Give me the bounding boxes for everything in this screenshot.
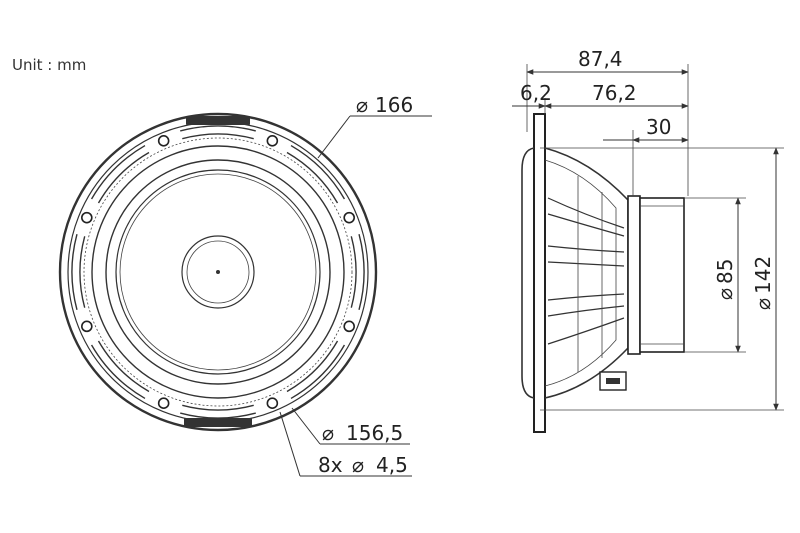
mounting-hole bbox=[81, 320, 93, 333]
leader-156 bbox=[291, 407, 321, 445]
dim-bolt-circle-symbol: ⌀ bbox=[322, 421, 334, 445]
mounting-hole bbox=[343, 211, 355, 224]
frame-rib bbox=[182, 133, 254, 140]
side-view: 87,4 6,2 76,2 30 ⌀85 ⌀142 bbox=[512, 47, 784, 433]
dim-basket-depth: 76,2 bbox=[592, 81, 637, 105]
dim-magnet-diameter-group: ⌀85 bbox=[713, 259, 737, 301]
basket-spoke-4 bbox=[547, 261, 625, 267]
frame-rib bbox=[350, 236, 357, 308]
side-terminal-pin bbox=[606, 378, 620, 384]
leader-166 bbox=[317, 115, 351, 159]
basket-spoke-6 bbox=[547, 305, 625, 317]
dust-cap-center bbox=[216, 270, 220, 274]
front-view: ⌀ 166 ⌀ 156,5 8x ⌀ 4,5 bbox=[58, 93, 432, 477]
basket-spoke-3 bbox=[547, 245, 625, 253]
gasket-ring bbox=[91, 145, 345, 399]
mounting-hole bbox=[157, 135, 170, 147]
mounting-holes bbox=[81, 135, 355, 409]
frame-rib bbox=[180, 412, 256, 419]
frame-rib bbox=[286, 340, 339, 393]
frame-rib bbox=[290, 144, 346, 200]
frame-ribs bbox=[71, 125, 365, 419]
basket-inner bbox=[544, 159, 617, 387]
terminal-bottom bbox=[184, 418, 252, 427]
dim-bolt-circle: 156,5 bbox=[346, 421, 403, 445]
dim-holes-diameter: 4,5 bbox=[376, 453, 408, 477]
basket-spoke-1 bbox=[547, 197, 625, 229]
basket-spoke-7 bbox=[547, 317, 625, 345]
dust-cap-inner bbox=[186, 240, 250, 304]
surround-outer bbox=[105, 159, 331, 385]
leader-holes bbox=[279, 411, 301, 477]
frame-rib bbox=[286, 151, 339, 204]
cone-outer bbox=[115, 169, 321, 375]
magnet-body bbox=[639, 197, 685, 353]
dim-flange-thickness: 6,2 bbox=[520, 81, 552, 105]
frame-rib bbox=[290, 344, 346, 400]
frame-rib bbox=[97, 151, 150, 204]
basket-outline bbox=[544, 147, 629, 399]
terminal-top bbox=[186, 116, 250, 125]
frame-rib bbox=[79, 236, 86, 308]
dim-holes-count: 8x bbox=[318, 453, 343, 477]
mounting-hole bbox=[81, 211, 93, 224]
dim-total-depth: 87,4 bbox=[578, 47, 623, 71]
dim-magnet-depth: 30 bbox=[646, 115, 671, 139]
surround-lip bbox=[521, 147, 535, 399]
frame-rib bbox=[358, 234, 365, 310]
basket-spoke-2 bbox=[547, 213, 625, 237]
frame-rib bbox=[90, 144, 146, 200]
mounting-hole bbox=[343, 320, 355, 333]
basket-spoke-5 bbox=[547, 293, 625, 301]
flange bbox=[533, 113, 546, 433]
frame-rib bbox=[71, 234, 78, 310]
mounting-hole bbox=[157, 397, 170, 409]
frame-rib bbox=[180, 125, 256, 132]
bolt-circle bbox=[83, 137, 353, 407]
frame-outer-ring bbox=[58, 112, 378, 432]
frame-rib bbox=[182, 404, 254, 411]
unit-label: Unit : mm bbox=[12, 56, 87, 74]
dim-outer-diameter: 166 bbox=[375, 93, 413, 117]
magnet-front-plate bbox=[627, 195, 641, 355]
frame-rib bbox=[90, 344, 146, 400]
dim-cutout-diameter-group: ⌀142 bbox=[751, 256, 775, 310]
cone-ring bbox=[119, 173, 317, 371]
dim-holes-symbol: ⌀ bbox=[352, 453, 364, 477]
dim-outer-diameter-symbol: ⌀ bbox=[356, 93, 368, 117]
mounting-hole bbox=[266, 397, 279, 409]
frame-rib bbox=[97, 340, 150, 393]
dust-cap-outer bbox=[181, 235, 255, 309]
mounting-hole bbox=[266, 135, 279, 147]
